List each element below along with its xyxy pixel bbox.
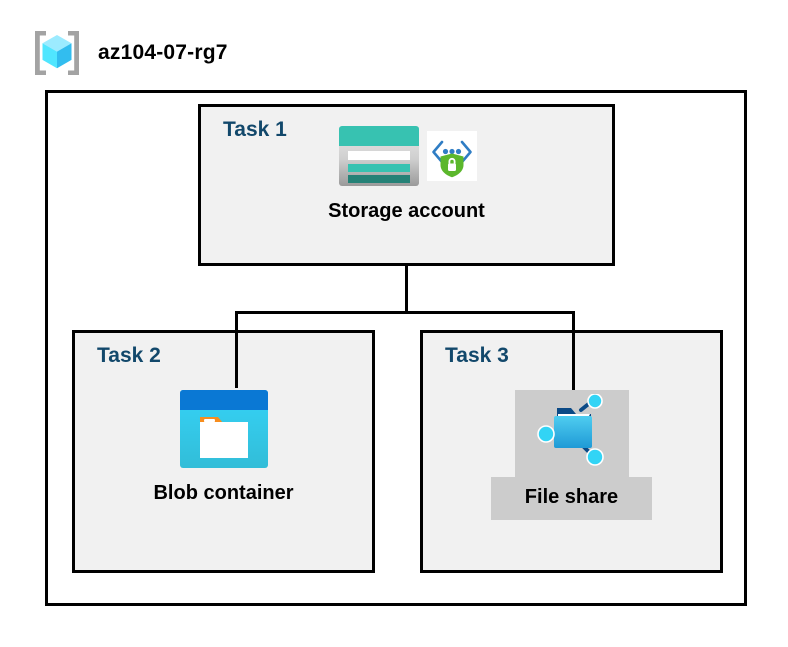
connector-branch-to-file-share: [572, 311, 575, 392]
blob-container-caption: Blob container: [153, 482, 294, 504]
azure-resource-group-icon: [30, 26, 84, 80]
connector-storage-to-branch: [405, 266, 408, 314]
resource-group-header: az104-07-rg7: [30, 26, 228, 80]
secure-endpoint-icon: [426, 131, 477, 186]
connector-branch-bar: [235, 311, 575, 314]
resource-group-name: az104-07-rg7: [98, 41, 228, 64]
storage-account-icon: [337, 124, 421, 193]
blob-container-node[interactable]: Blob container: [72, 388, 375, 505]
file-share-caption: File share: [490, 477, 653, 520]
task-2-label: Task 2: [97, 344, 161, 367]
storage-account-caption: Storage account: [328, 200, 485, 222]
storage-account-node[interactable]: Storage account: [198, 124, 615, 223]
file-share-icon: [536, 393, 607, 471]
task-1-label: Task 1: [223, 118, 287, 141]
file-share-icon-group: [514, 390, 629, 477]
blob-container-icon-group: [178, 388, 270, 475]
file-share-node[interactable]: File share: [420, 390, 723, 520]
task-3-label: Task 3: [445, 344, 509, 367]
blob-container-icon: [178, 388, 270, 475]
storage-account-icon-group: [337, 124, 477, 193]
connector-branch-to-blob-container: [235, 311, 238, 388]
